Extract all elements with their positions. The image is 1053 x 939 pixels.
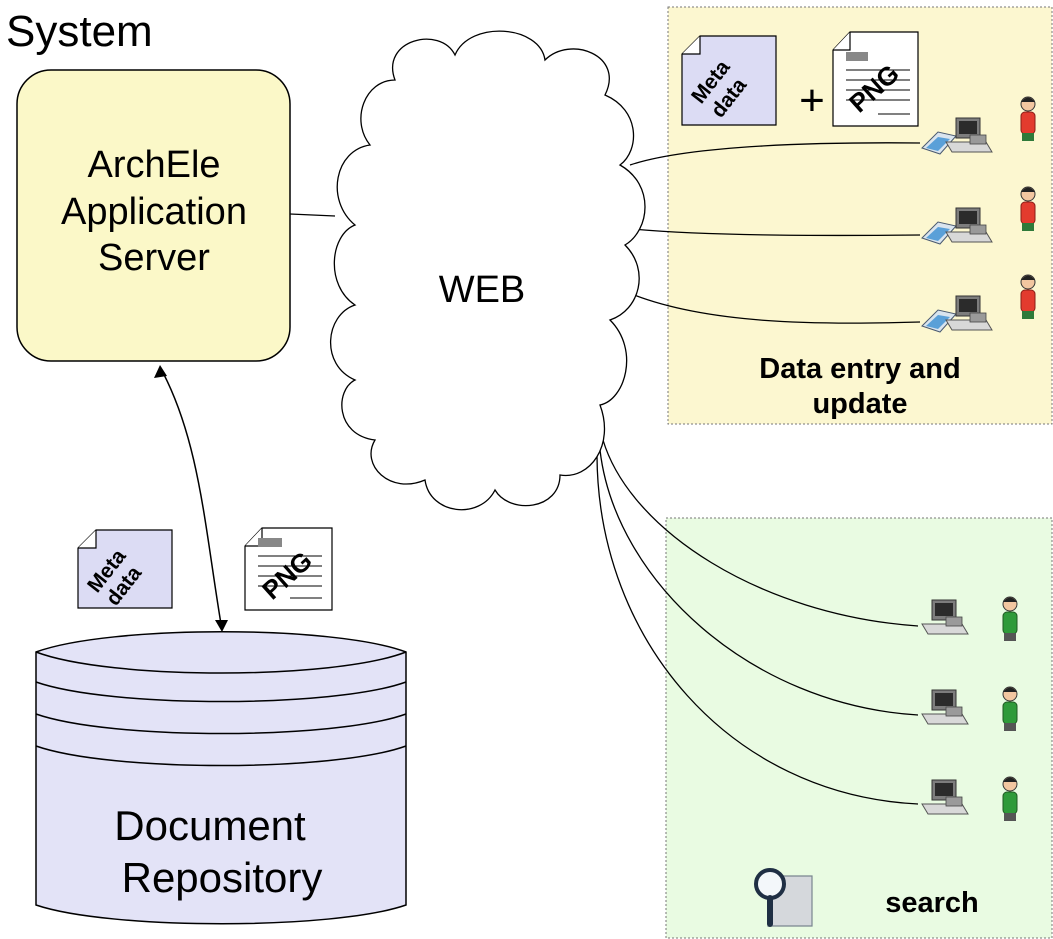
document-repository: Document Repository <box>35 631 407 925</box>
png-document-icon: PNG <box>244 527 333 611</box>
magnifier-icon <box>754 868 813 927</box>
data-entry-caption-line-2: update <box>812 388 907 420</box>
metadata-document-icon: Meta data <box>77 529 173 610</box>
repository-label-line-1: Document <box>114 802 306 849</box>
page-title: System <box>6 7 153 56</box>
server-label-line-3: Server <box>98 237 210 279</box>
server-label-line-1: ArchEle <box>87 144 220 186</box>
person-icon <box>1020 186 1036 232</box>
server-repository-link <box>154 365 228 632</box>
person-icon <box>1020 274 1036 320</box>
server-label-line-2: Application <box>61 191 247 233</box>
web-label: WEB <box>439 269 526 311</box>
person-icon <box>1002 686 1018 732</box>
application-server: ArchEle Application Server <box>16 69 291 362</box>
plus-sign: + <box>799 76 825 125</box>
connection-lines <box>289 142 921 805</box>
metadata-document-icon: Meta data <box>681 35 777 126</box>
person-icon <box>1020 96 1036 142</box>
person-icon <box>1002 776 1018 822</box>
search-panel <box>665 517 1053 939</box>
repository-label-line-2: Repository <box>122 854 323 901</box>
data-entry-caption-line-1: Data entry and <box>759 353 960 385</box>
web-cloud: WEB <box>330 30 646 511</box>
search-caption: search <box>885 887 979 919</box>
person-icon <box>1002 596 1018 642</box>
png-document-icon: PNG <box>832 31 919 127</box>
